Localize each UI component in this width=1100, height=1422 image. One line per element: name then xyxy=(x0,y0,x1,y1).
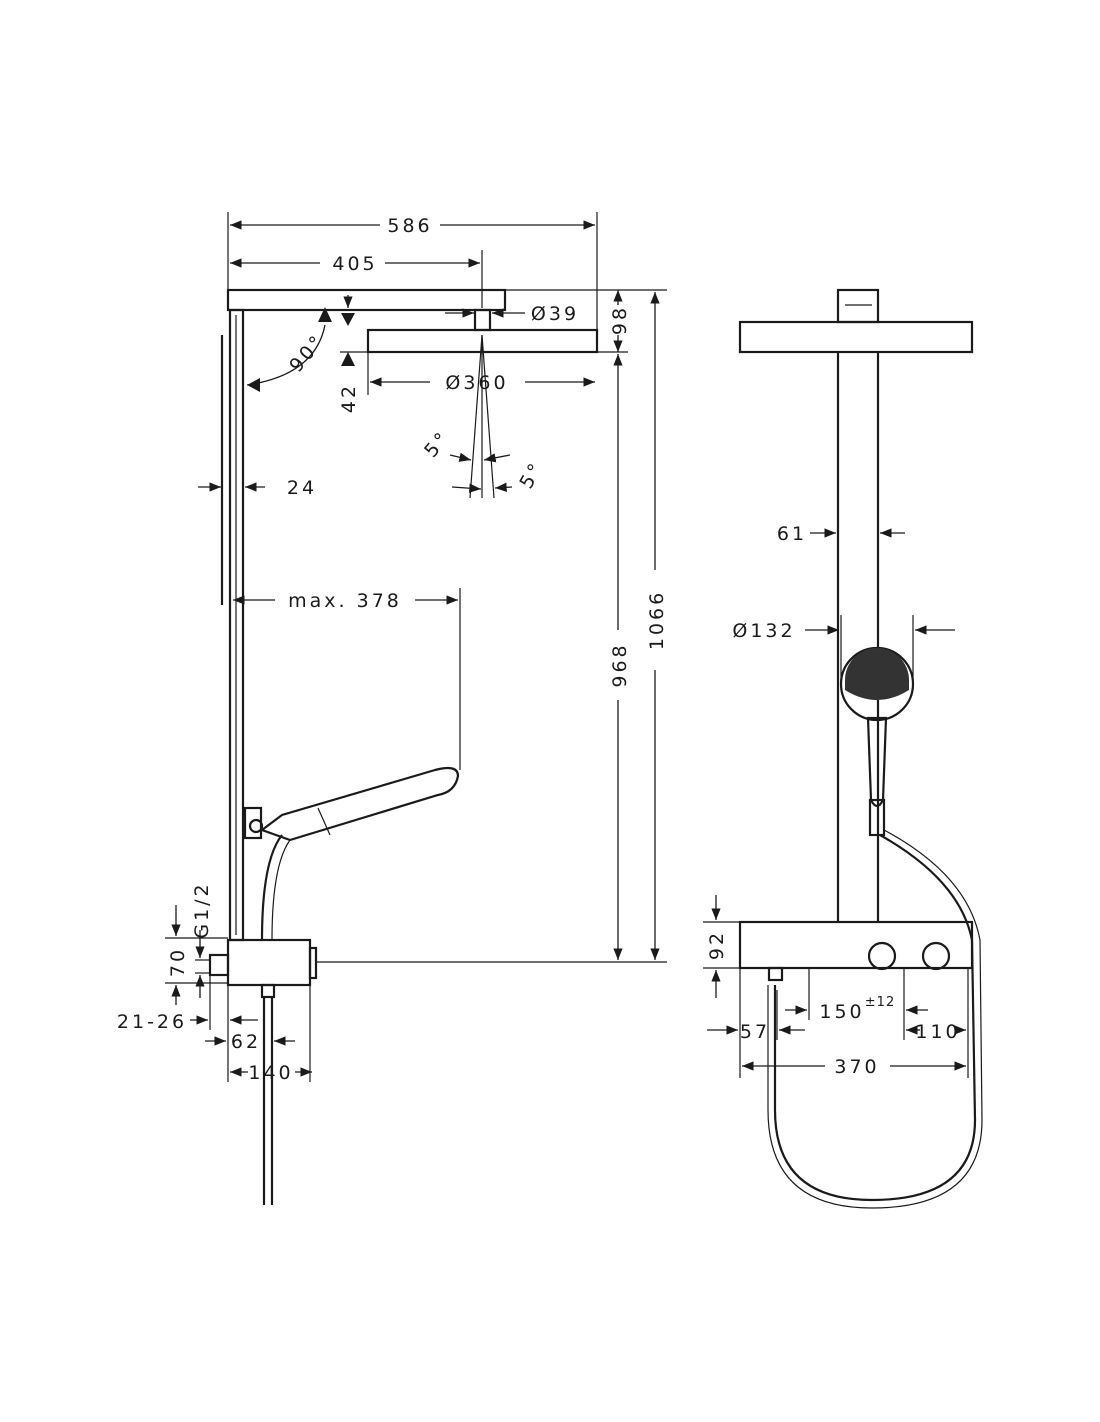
dim-98: 98 xyxy=(609,305,631,335)
dim-max-378: max. 378 xyxy=(288,590,402,612)
dim-968: 968 xyxy=(609,642,631,687)
dim-57: 57 xyxy=(740,1021,770,1043)
temperature-knob xyxy=(867,941,897,971)
dim-92: 92 xyxy=(706,930,728,960)
dim-405: 405 xyxy=(332,253,377,275)
dim-62: 62 xyxy=(231,1031,261,1053)
dim-tilt-right: 5° xyxy=(515,458,548,493)
dim-thread-g1-2: G1/2 xyxy=(191,881,213,938)
dim-140: 140 xyxy=(248,1062,293,1084)
thermostat-mixer xyxy=(226,938,312,987)
dim-370: 370 xyxy=(834,1056,879,1078)
dim-61: 61 xyxy=(777,523,807,545)
dim-tolerance: ±12 xyxy=(865,995,895,1010)
hose-front xyxy=(773,834,977,1202)
dim-70: 70 xyxy=(167,947,189,977)
side-view: 586 405 Ø39 98 968 1066 42 xyxy=(117,212,668,1205)
connector xyxy=(473,308,492,332)
dim-1066: 1066 xyxy=(646,590,668,650)
dim-42: 42 xyxy=(338,383,360,413)
flow-knob xyxy=(921,941,951,971)
overhead-shower-front xyxy=(738,320,974,354)
holder xyxy=(243,806,263,840)
dim-head-diameter: Ø360 xyxy=(445,372,508,394)
dim-hand-shower-diameter: Ø132 xyxy=(732,620,795,642)
inlet xyxy=(208,953,230,977)
dim-110: 110 xyxy=(915,1021,960,1043)
dim-586: 586 xyxy=(387,215,432,237)
dim-tilt-left: 5° xyxy=(420,427,455,462)
dim-angle-90: 90° xyxy=(285,330,329,377)
hand-shower xyxy=(259,766,460,842)
shower-arm xyxy=(226,288,507,312)
hose xyxy=(260,834,283,941)
dim-150: 150 xyxy=(819,1001,864,1023)
front-view: 61 Ø132 92 150 ±12 57 110 370 xyxy=(703,288,983,1209)
thermostat-mixer-front xyxy=(738,920,974,970)
dim-24: 24 xyxy=(287,477,317,499)
dim-connector-diameter: Ø39 xyxy=(531,303,579,325)
arm-connector xyxy=(836,288,880,324)
dim-21-26: 21-26 xyxy=(117,1011,187,1033)
